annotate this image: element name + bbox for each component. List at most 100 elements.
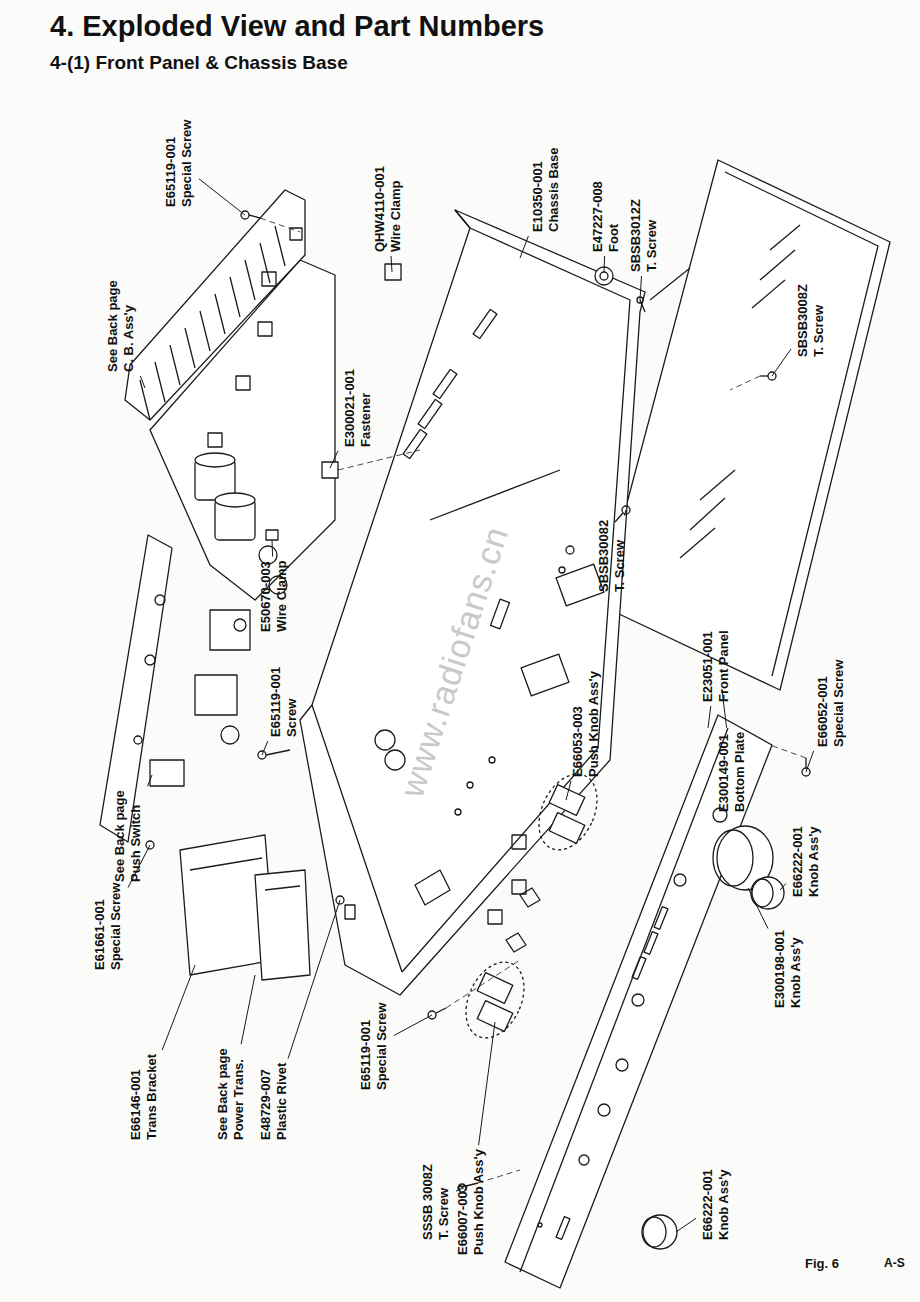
rect-shape xyxy=(195,675,237,715)
rect-shape xyxy=(210,610,250,650)
part-name: Knob Ass'y xyxy=(788,930,804,1008)
part-number: E300149-001 xyxy=(716,732,732,812)
leader-line xyxy=(520,236,528,258)
part-number: E65119-001 xyxy=(268,667,284,737)
heatsink-board xyxy=(125,190,335,600)
part-number: See Back page xyxy=(105,280,121,372)
ellipse-shape xyxy=(752,877,784,909)
polygon-shape xyxy=(125,190,305,420)
line-shape xyxy=(760,250,795,280)
line-shape xyxy=(730,376,760,390)
part-number: E300021-001 xyxy=(342,369,358,447)
part-name: Knob Ass'y xyxy=(806,826,822,897)
leader-line xyxy=(394,1015,432,1036)
part-name: T. Screw xyxy=(612,520,628,592)
part-number: SBSB30082 xyxy=(596,520,612,592)
figure-caption: Fig. 6 xyxy=(805,1256,839,1271)
circle-shape xyxy=(674,874,686,886)
rect-shape xyxy=(433,369,457,398)
rect-shape xyxy=(512,880,526,894)
part-name: T. Screw xyxy=(811,284,827,357)
circle-shape xyxy=(632,994,644,1006)
line-shape xyxy=(140,380,150,420)
part-number: See Back page xyxy=(112,790,128,882)
part-label: E61661-001Special Screw xyxy=(92,883,124,970)
ellipse-shape xyxy=(713,830,753,886)
part-number: E65119-001 xyxy=(163,120,179,207)
part-label: E66053-003Push Knob Ass'y xyxy=(570,671,602,777)
leader-line xyxy=(806,751,814,772)
circle-shape xyxy=(221,726,239,744)
part-label: E66052-001Special Screw xyxy=(815,660,847,747)
rect-shape xyxy=(418,399,442,428)
part-name: Bottom Plate xyxy=(732,732,748,812)
part-number: E300198-001 xyxy=(772,930,788,1008)
ellipse-shape xyxy=(195,453,235,467)
rect-shape xyxy=(654,907,668,930)
leader-line xyxy=(148,775,152,786)
line-shape xyxy=(760,375,768,376)
line-shape xyxy=(680,528,715,558)
line-shape xyxy=(245,260,255,300)
circle-shape xyxy=(538,1223,542,1227)
leader-line xyxy=(262,741,268,755)
part-label: E47227-008Foot xyxy=(590,181,622,252)
leader-line xyxy=(241,975,255,1044)
polygon-shape xyxy=(415,870,450,905)
rect-shape xyxy=(632,957,646,980)
line-shape xyxy=(770,745,806,758)
part-name: Wire Clamp xyxy=(274,561,290,632)
part-number: E66222-001 xyxy=(700,1169,716,1240)
page-title: 4. Exploded View and Part Numbers xyxy=(50,10,544,43)
leader-line xyxy=(199,179,245,215)
part-name: T. Screw xyxy=(644,199,660,272)
part-label: E65119-001Special Screw xyxy=(163,120,195,207)
part-label: See Back pageC. B. Ass'y xyxy=(105,280,137,372)
rect-shape xyxy=(477,1001,513,1032)
part-name: Front Panel xyxy=(716,630,732,702)
section-title: 4-(1) Front Panel & Chassis Base xyxy=(50,52,348,74)
line-shape xyxy=(805,758,806,768)
line-shape xyxy=(770,225,800,250)
polygon-shape xyxy=(600,160,890,690)
part-label: SBSB3008ZT. Screw xyxy=(795,284,827,357)
line-shape xyxy=(185,328,195,368)
part-label: SSSB 3008ZT. Screw xyxy=(420,1164,452,1240)
rect-shape xyxy=(549,813,585,844)
part-label: E66146-001Trans Bracket xyxy=(128,1054,160,1140)
line-shape xyxy=(260,218,300,232)
line-shape xyxy=(215,294,225,334)
part-number: SSSB 3008Z xyxy=(420,1164,436,1240)
part-label: E50670-003Wire Clamp xyxy=(258,561,290,632)
line-shape xyxy=(200,311,210,351)
circle-shape xyxy=(155,595,165,605)
leader-line xyxy=(479,1022,495,1145)
power-transformer xyxy=(180,835,310,980)
line-shape xyxy=(249,215,260,218)
part-number: E66053-003 xyxy=(570,671,586,777)
line-shape xyxy=(155,362,165,402)
leader-line xyxy=(748,888,768,929)
leader-line xyxy=(708,706,711,728)
part-name: Push Knob Ass'y xyxy=(586,671,602,777)
line-shape xyxy=(690,498,725,530)
part-label: E300021-001Fastener xyxy=(342,369,374,447)
front-panel xyxy=(505,715,772,1288)
leader-line xyxy=(566,781,571,800)
part-label: E48729-007Plastic Rivet xyxy=(258,1063,290,1140)
circle-shape xyxy=(598,1104,610,1116)
rect-shape xyxy=(403,429,427,458)
part-name: Fastener xyxy=(358,369,374,447)
line-shape xyxy=(266,750,290,755)
polyline-shape xyxy=(725,172,878,676)
leader-line xyxy=(772,349,791,376)
part-name: Screw xyxy=(284,667,300,737)
part-label: E66222-001Knob Ass'y xyxy=(790,826,822,897)
rect-shape xyxy=(322,462,338,478)
line-shape xyxy=(520,728,728,1272)
line-shape xyxy=(650,268,690,300)
line-shape xyxy=(446,960,520,1008)
line-shape xyxy=(700,470,735,500)
rect-shape xyxy=(512,835,526,849)
